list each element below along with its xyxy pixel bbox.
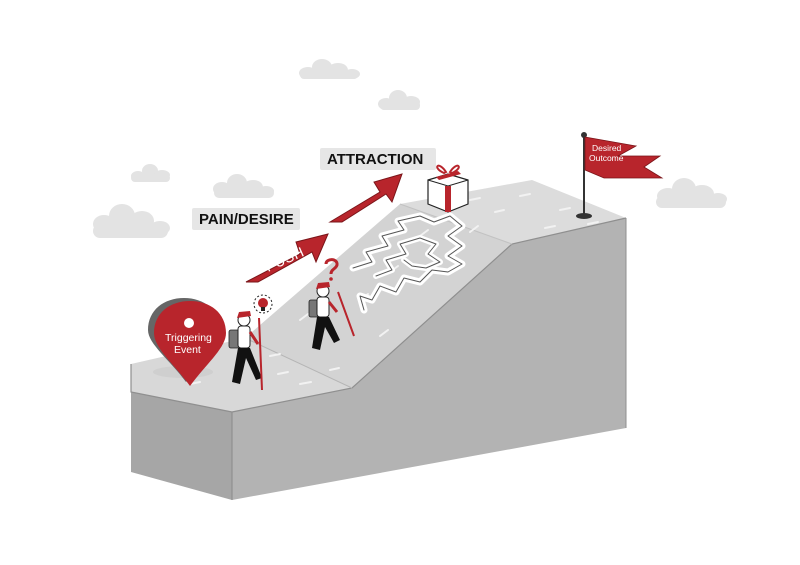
question-mark-icon xyxy=(324,258,339,281)
pin-label-line1: Triggering xyxy=(165,332,212,344)
push-arrow-label: PUSH xyxy=(263,243,307,274)
cloud-icon xyxy=(656,178,727,208)
gift-icon xyxy=(427,164,469,213)
cloud-icon xyxy=(93,204,170,238)
block-side-face xyxy=(232,218,626,500)
flag-label-line1: Desired xyxy=(592,143,622,153)
lightbulb-icon xyxy=(253,294,273,314)
ground-texture xyxy=(159,193,599,385)
terrain-block xyxy=(130,180,627,500)
svg-text:PAIN/DESIRE: PAIN/DESIRE xyxy=(199,211,294,228)
block-front-face xyxy=(131,392,232,500)
svg-text:ATTRACTION: ATTRACTION xyxy=(327,151,423,168)
pain-desire-label: PAIN/DESIRE xyxy=(192,208,300,230)
flag-label-line2: Outcome xyxy=(589,153,624,163)
cloud-icon xyxy=(131,164,170,182)
hiker-icon xyxy=(228,294,273,391)
hiker-icon xyxy=(308,258,355,350)
cloud-icon xyxy=(213,174,274,198)
location-pin-icon: Triggering Event xyxy=(148,298,226,386)
block-top-slope xyxy=(245,204,512,388)
push-arrow: PUSH xyxy=(245,233,329,283)
flag-icon: Desired Outcome xyxy=(576,132,664,219)
maze-path-icon xyxy=(349,212,466,314)
attraction-label: ATTRACTION xyxy=(320,148,436,170)
clouds xyxy=(93,59,727,238)
cloud-icon xyxy=(299,59,360,79)
cloud-icon xyxy=(378,90,420,110)
pin-label-line2: Event xyxy=(174,344,201,356)
